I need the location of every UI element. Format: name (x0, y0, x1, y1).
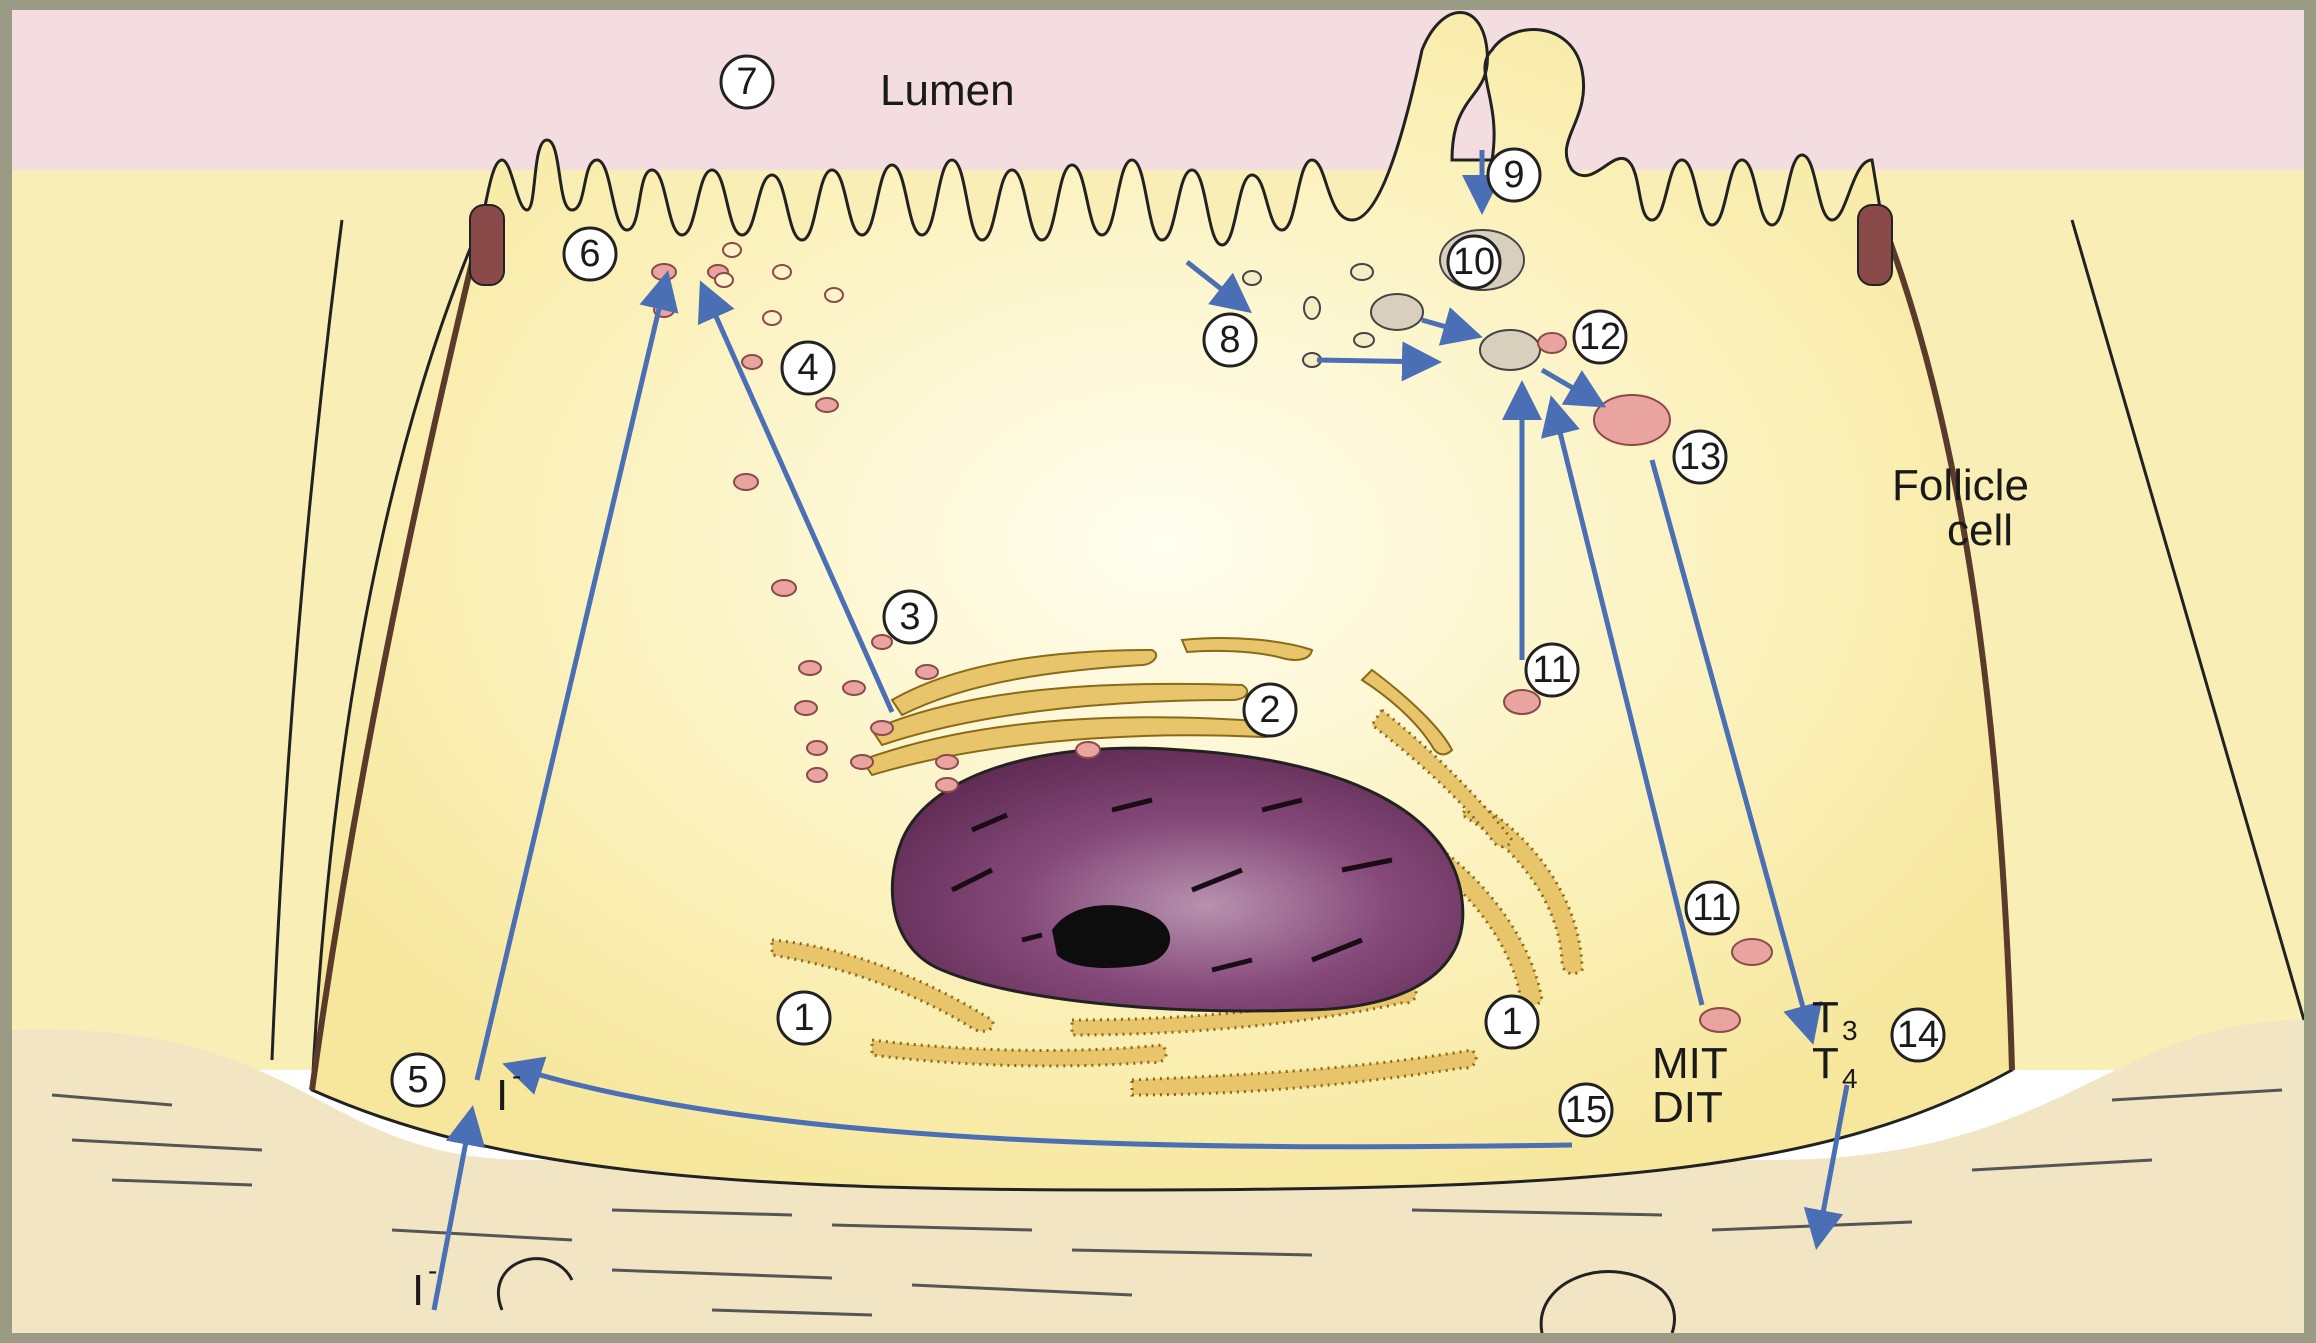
t3-subscript: 3 (1842, 1015, 1858, 1046)
marker-number: 9 (1503, 154, 1524, 196)
marker-number: 11 (1692, 887, 1731, 929)
mit-label: MIT (1652, 1039, 1728, 1088)
marker-13: 13 (1674, 431, 1726, 483)
marker-number: 1 (793, 997, 814, 1039)
mit-dit-vesicle (1700, 1008, 1740, 1032)
dit-label: DIT (1652, 1083, 1723, 1132)
marker-number: 1 (1501, 1001, 1522, 1043)
t3-label: T (1812, 993, 1839, 1042)
iodide-cell-charge: - (512, 1060, 521, 1091)
marker-12: 12 (1574, 311, 1626, 363)
iodide-blood-charge: - (428, 1255, 437, 1286)
iodide-blood-label: I (412, 1266, 424, 1315)
marker-1: 1 (1486, 996, 1538, 1048)
marker-number: 4 (797, 347, 818, 389)
marker-number: 7 (736, 61, 757, 103)
follicle-label-line2: cell (1947, 506, 2013, 555)
marker-7: 7 (721, 56, 773, 108)
t4-label: T (1812, 1039, 1839, 1088)
colloid-droplet-fusing (1480, 330, 1540, 370)
marker-15: 15 (1560, 1084, 1612, 1136)
marker-5: 5 (392, 1054, 444, 1106)
marker-number: 11 (1532, 649, 1571, 691)
tight-junction-left (470, 205, 504, 285)
marker-number: 13 (1679, 436, 1721, 478)
marker-14: 14 (1892, 1009, 1944, 1061)
marker-8: 8 (1204, 314, 1256, 366)
marker-number: 15 (1565, 1089, 1607, 1131)
marker-number: 14 (1897, 1014, 1939, 1056)
marker-1: 1 (778, 992, 830, 1044)
marker-4: 4 (782, 342, 834, 394)
marker-number: 12 (1579, 316, 1621, 358)
tight-junction-right (1858, 205, 1892, 285)
follicle-label-line1: Follicle (1892, 461, 2029, 510)
lysosome-small (1538, 333, 1566, 353)
marker-10: 10 (1448, 236, 1500, 288)
t4-subscript: 4 (1842, 1063, 1858, 1094)
deiodinated-vesicle-2 (1732, 939, 1772, 965)
marker-11: 11 (1526, 644, 1578, 696)
marker-number: 5 (407, 1059, 428, 1101)
marker-number: 6 (579, 233, 600, 275)
marker-number: 3 (899, 596, 920, 638)
marker-11: 11 (1686, 882, 1738, 934)
marker-number: 8 (1219, 319, 1240, 361)
phagolysosome (1594, 395, 1670, 445)
colloid-droplet-large (1371, 294, 1423, 330)
marker-number: 10 (1453, 241, 1495, 283)
lumen-label: Lumen (880, 66, 1015, 115)
iodide-cell-label: I (496, 1071, 508, 1120)
marker-3: 3 (884, 591, 936, 643)
marker-9: 9 (1488, 149, 1540, 201)
marker-6: 6 (564, 228, 616, 280)
marker-number: 2 (1259, 689, 1280, 731)
deiodinated-vesicle-1 (1504, 690, 1540, 714)
marker-2: 2 (1244, 684, 1296, 736)
